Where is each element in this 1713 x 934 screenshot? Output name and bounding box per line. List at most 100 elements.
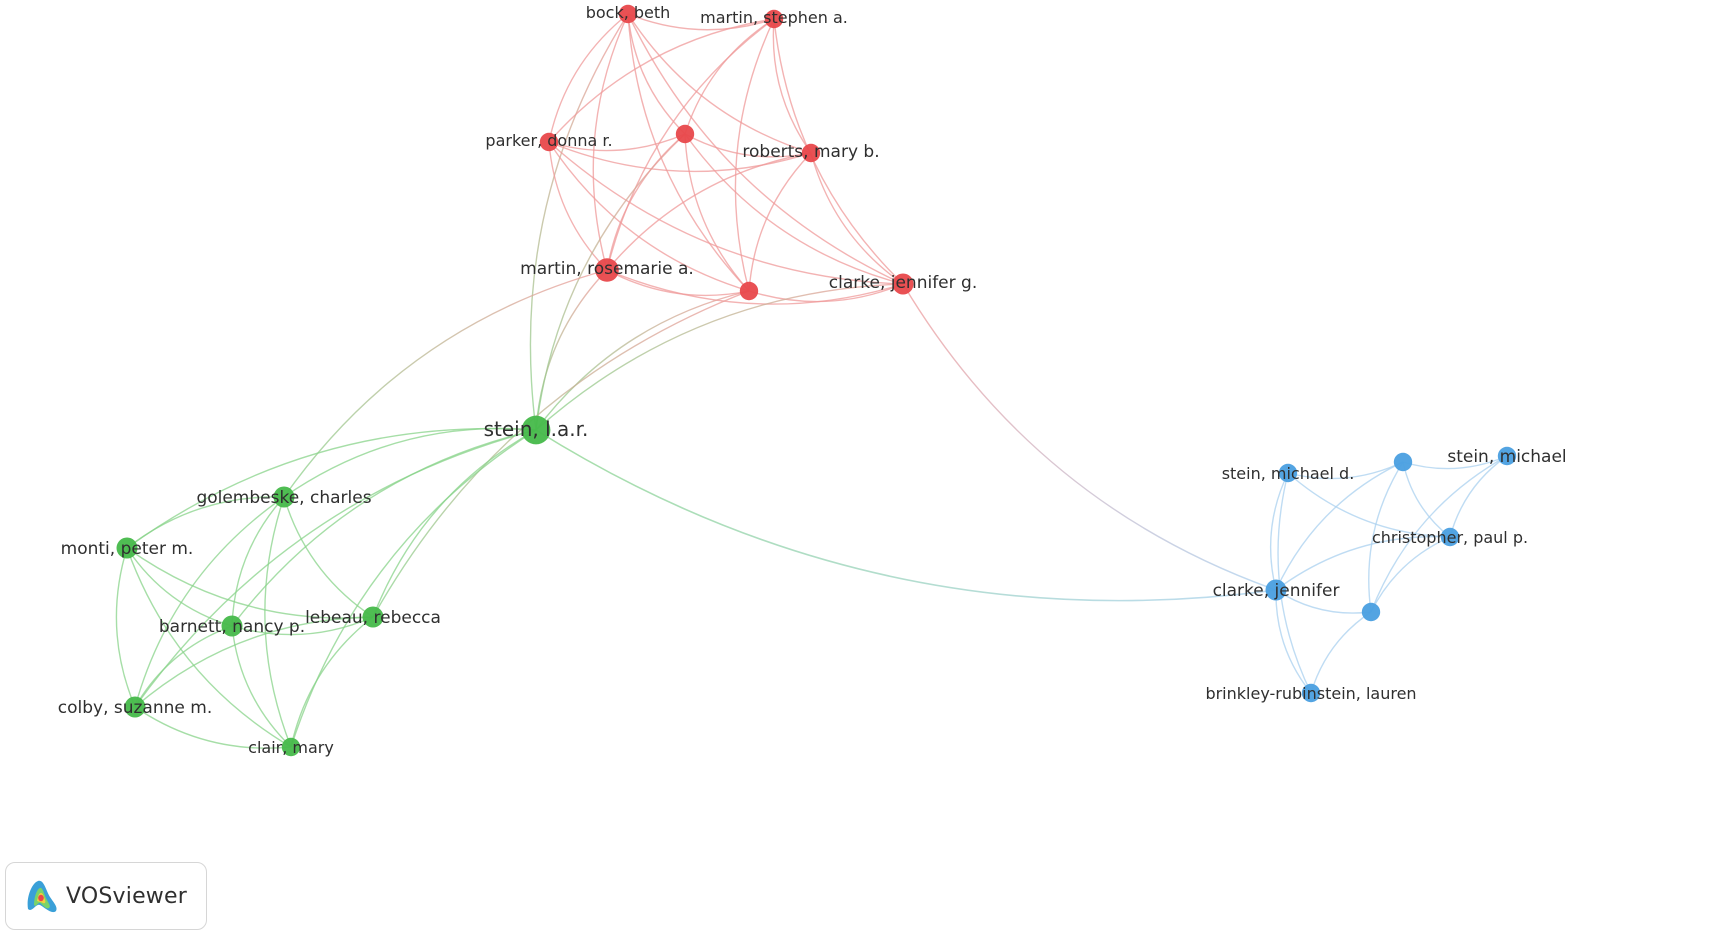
edge-red_unl1-red_unl2 [684, 133, 750, 292]
edge-clarke_j-brinkley [1275, 589, 1312, 694]
edge-martin_s-red_unl1 [684, 18, 775, 135]
edge-monti-colby [115, 547, 136, 708]
node-label-colby: colby, suzanne m. [58, 698, 212, 718]
node-blue_unl1[interactable] [1393, 452, 1413, 472]
edge-martin_r-stein_lar [535, 269, 608, 431]
edge-parker-roberts [548, 141, 812, 173]
edge-red_unl1-martin_r [606, 133, 686, 271]
node-stein_m[interactable] [1497, 446, 1517, 466]
edge-stein_md-christopher [1287, 472, 1451, 538]
edge-martin_r-golembeske [283, 269, 608, 498]
node-monti[interactable] [116, 537, 138, 559]
edge-stein_md-clarke_j [1269, 472, 1289, 591]
node-stein_lar[interactable] [521, 415, 551, 445]
node-red_unl1[interactable] [675, 124, 695, 144]
edge-christopher-blue_unl2 [1370, 536, 1451, 613]
edge-golembeske-barnett [231, 496, 285, 627]
edge-roberts-martin_r [606, 152, 812, 271]
vosviewer-logo-icon [27, 880, 57, 913]
edge-golembeske-monti [126, 496, 285, 549]
nodes-layer [116, 4, 1517, 757]
edge-roberts-clarke_g [810, 152, 904, 285]
node-label-brinkley: brinkley-rubinstein, lauren [1205, 684, 1416, 703]
edge-christopher-clarke_j [1275, 535, 1451, 591]
edge-bock-parker [548, 13, 629, 143]
node-clarke_g[interactable] [892, 273, 914, 295]
node-blue_unl2[interactable] [1361, 602, 1381, 622]
edge-bock-martin_r [592, 13, 629, 271]
node-brinkley[interactable] [1301, 683, 1321, 703]
edge-colby-clair [134, 706, 292, 749]
edge-monti-clair [126, 547, 292, 748]
logo-text: VOSviewer [66, 883, 187, 909]
node-label-stein_lar: stein, l.a.r. [484, 417, 589, 441]
edge-monti-lebeau [126, 547, 374, 619]
edge-parker-clarke_g [548, 141, 904, 285]
edge-stein_lar-clair [290, 429, 537, 748]
node-barnett[interactable] [221, 615, 243, 637]
edge-stein_lar-colby [134, 429, 537, 708]
edge-bock-martin_s [627, 13, 775, 31]
vosviewer-logo: VOSviewer [5, 862, 207, 930]
edge-bock-red_unl2 [627, 13, 750, 292]
edge-clarke_g-clarke_j [902, 283, 1277, 591]
edge-monti-barnett [126, 547, 233, 627]
node-label-stein_m: stein, michael [1447, 447, 1566, 467]
edge-golembeske-lebeau [283, 496, 374, 618]
edge-barnett-lebeau [231, 616, 374, 636]
edge-stein_lar-clarke_j [535, 429, 1277, 602]
node-label-clarke_g: clarke, jennifer g. [829, 273, 977, 293]
node-label-martin_r: martin, rosemarie a. [520, 259, 694, 279]
node-label-clarke_j: clarke, jennifer [1213, 581, 1340, 601]
node-label-bock: bock, beth [586, 3, 671, 22]
node-label-golembeske: golembeske, charles [196, 488, 371, 508]
edges-layer [115, 13, 1508, 749]
labels-layer: bock, beth martin, stephen a. parker, donn… [58, 3, 1567, 757]
edge-parker-martin_r [548, 141, 608, 271]
edge-stein_lar-monti [126, 427, 537, 549]
node-label-roberts: roberts, mary b. [742, 142, 879, 162]
edge-lebeau-colby [134, 616, 374, 708]
edge-red_unl2-clarke_g [748, 283, 904, 303]
edge-stein_m-christopher [1449, 455, 1508, 538]
edge-blue_unl1-clarke_j [1275, 461, 1404, 591]
edge-bock-roberts [627, 13, 812, 154]
node-label-stein_md: stein, michael d. [1222, 464, 1355, 483]
edge-stein_md-blue_unl1 [1287, 461, 1404, 480]
node-bock[interactable] [618, 4, 638, 24]
edge-clarke_j-blue_unl2 [1275, 589, 1372, 614]
node-roberts[interactable] [801, 143, 821, 163]
node-colby[interactable] [124, 696, 146, 718]
node-parker[interactable] [539, 132, 559, 152]
edge-bock-clarke_g [627, 13, 904, 285]
node-golembeske[interactable] [273, 486, 295, 508]
edge-martin_s-parker [548, 18, 775, 143]
node-martin_s[interactable] [764, 9, 784, 29]
edge-barnett-colby [134, 625, 233, 708]
edge-blue_unl2-brinkley [1310, 611, 1372, 694]
node-stein_md[interactable] [1278, 463, 1298, 483]
edge-golembeske-colby [134, 496, 285, 708]
node-label-barnett: barnett, nancy p. [159, 617, 305, 637]
edge-roberts-red_unl2 [748, 152, 812, 292]
edge-stein_lar-barnett [231, 429, 537, 627]
edge-blue_unl1-stein_m [1402, 455, 1508, 470]
edge-stein_m-blue_unl2 [1370, 455, 1508, 613]
edge-lebeau-clair [290, 616, 374, 748]
node-red_unl2[interactable] [739, 281, 759, 301]
node-clarke_j[interactable] [1265, 579, 1287, 601]
node-clair[interactable] [281, 737, 301, 757]
edge-clarke_g-stein_lar [535, 283, 904, 431]
node-label-clair: clair, mary [248, 738, 334, 757]
node-lebeau[interactable] [362, 606, 384, 628]
edge-red_unl2-lebeau [372, 290, 750, 618]
edge-martin_s-martin_r [606, 18, 775, 271]
edge-bock-stein_lar [529, 13, 629, 431]
edge-red_unl1-stein_lar [535, 133, 686, 431]
node-martin_r[interactable] [595, 258, 619, 282]
edge-blue_unl1-blue_unl2 [1368, 461, 1404, 613]
node-christopher[interactable] [1440, 527, 1460, 547]
node-label-parker: parker, donna r. [485, 131, 612, 150]
node-label-martin_s: martin, stephen a. [700, 8, 848, 27]
